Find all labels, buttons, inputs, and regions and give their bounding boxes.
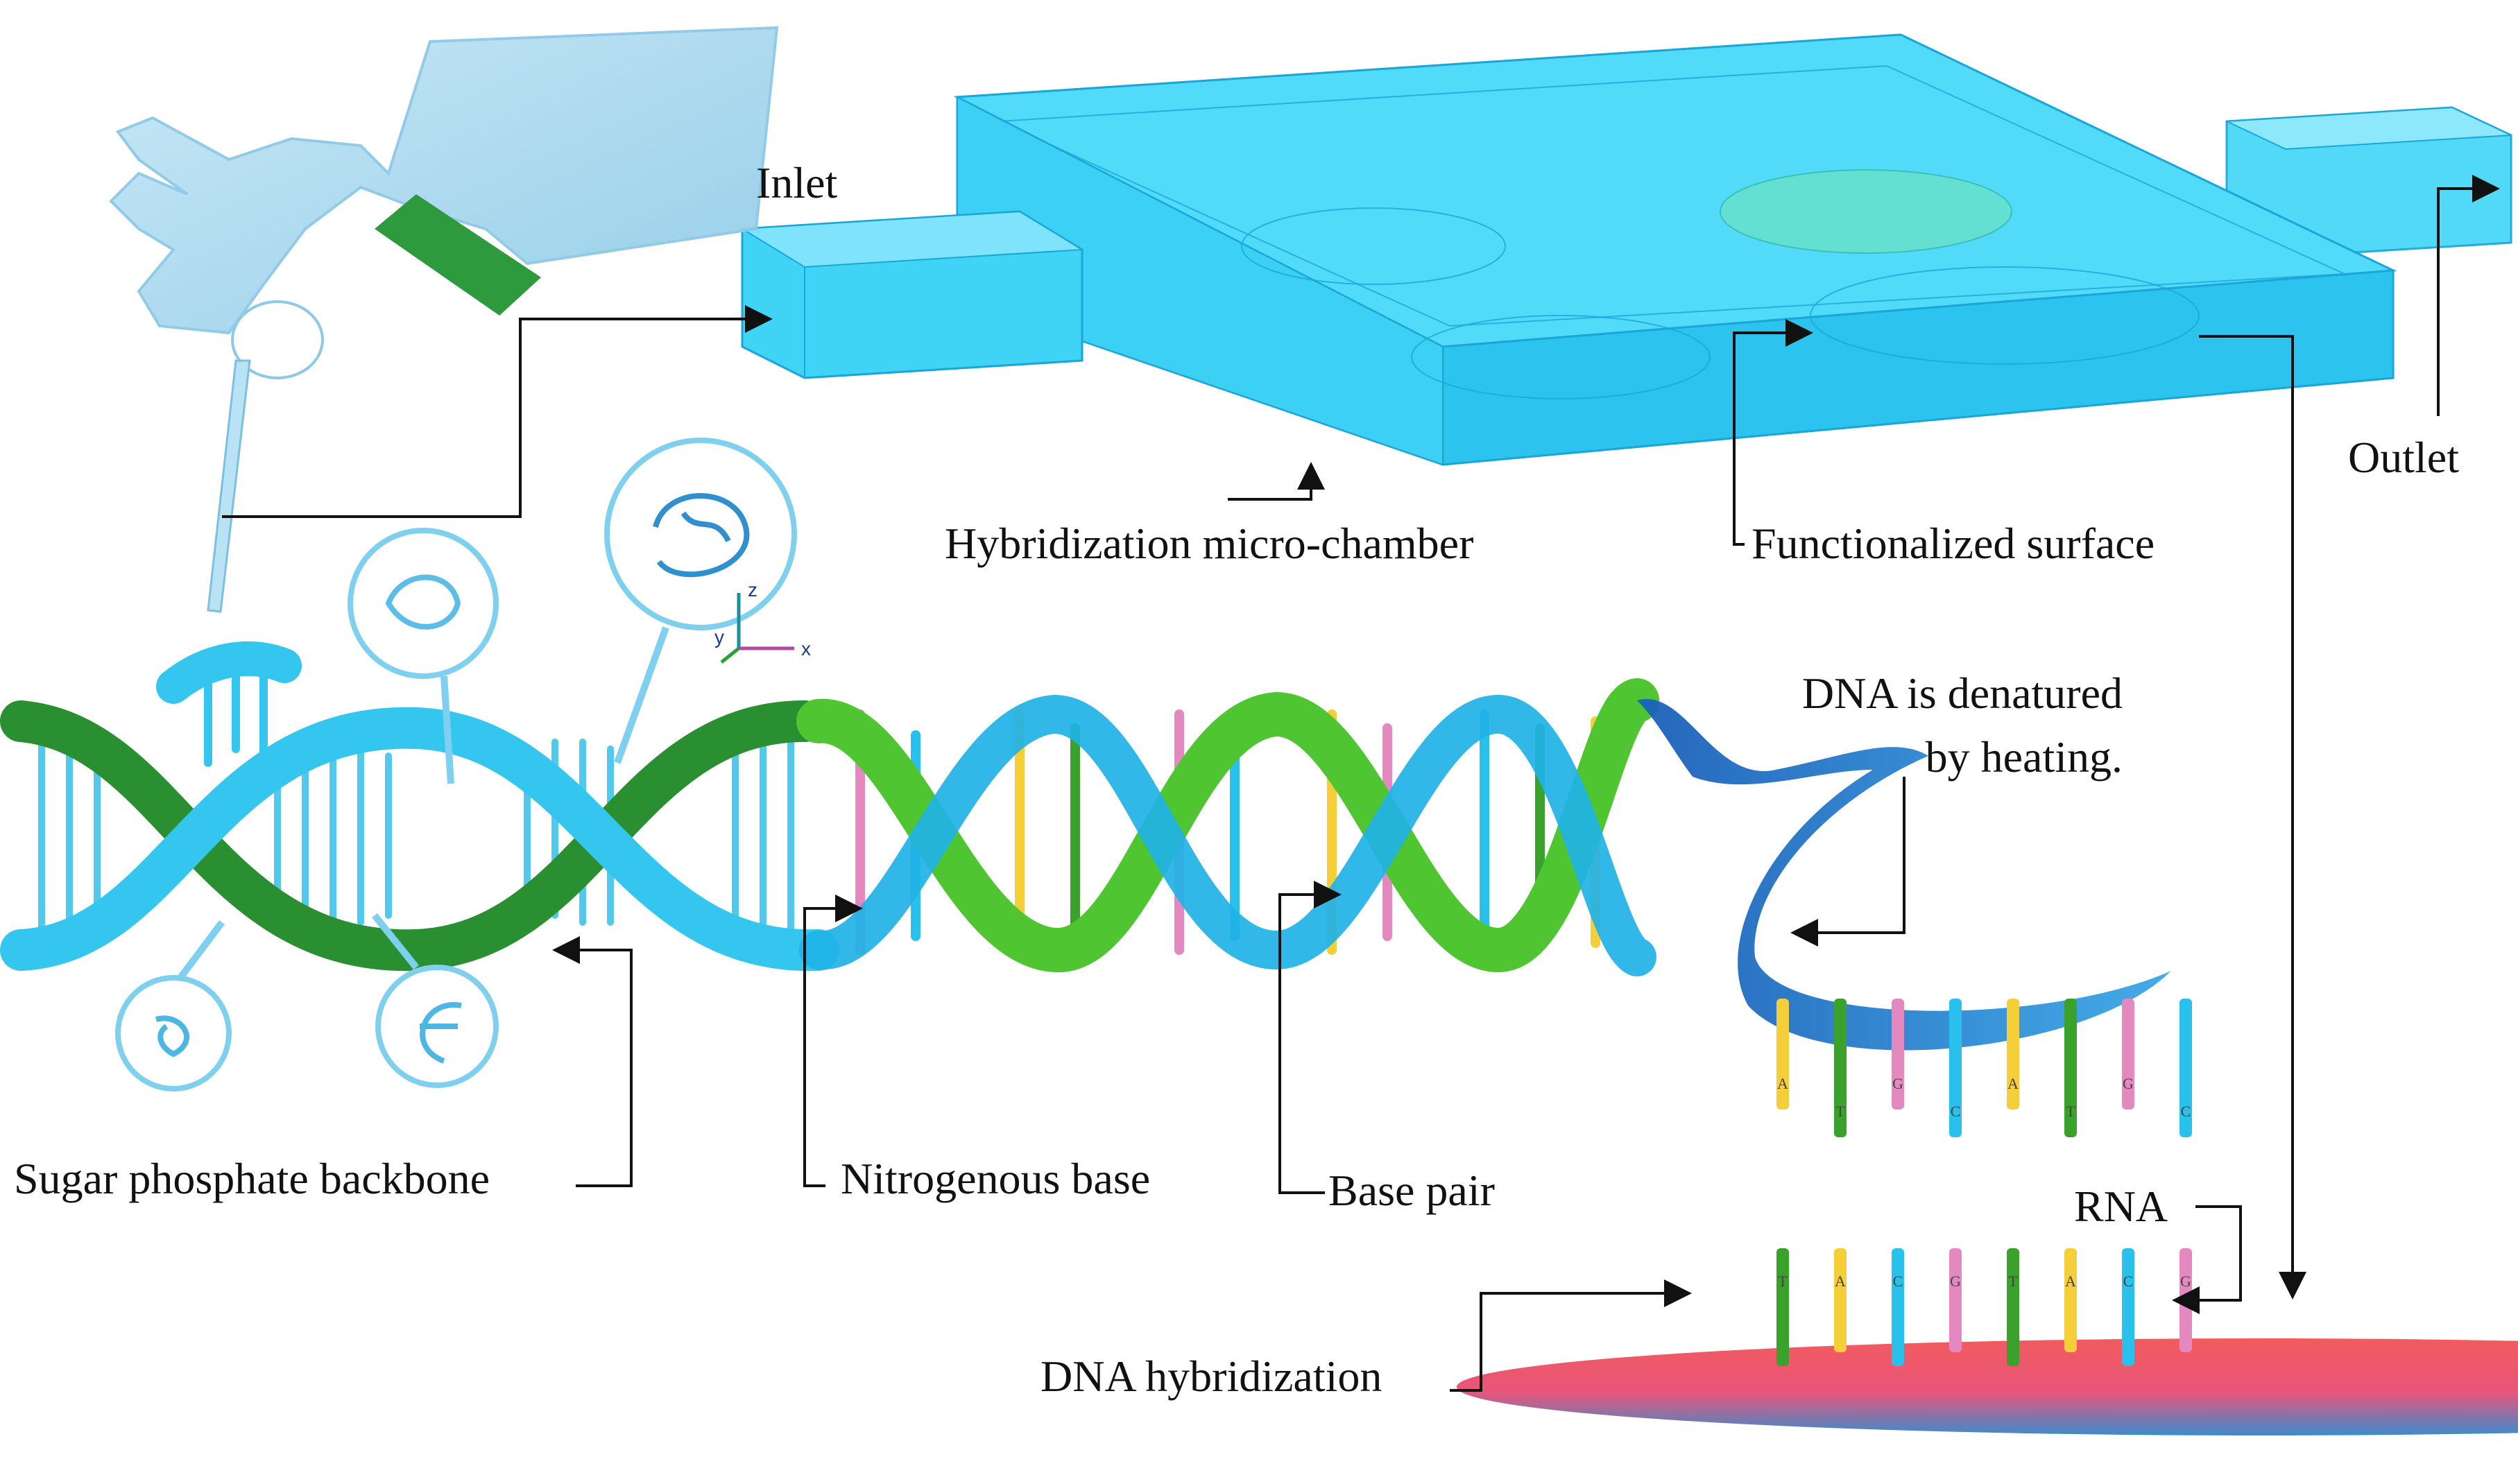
- single-strand-pin-3: [1892, 999, 1904, 1110]
- axis-letter-x: x: [801, 638, 811, 659]
- single-strand-letter-2: T: [1835, 1103, 1845, 1120]
- single-strand-bases: A T G C A T G C: [1776, 999, 2192, 1137]
- arrow-to-surface: [2199, 335, 2306, 1300]
- hybridized-letter-7: C: [2123, 1272, 2134, 1290]
- leader-lines: [222, 175, 2500, 1392]
- arrow-functionalized: [1733, 319, 1813, 546]
- hybridized-pin-3: [1892, 1248, 1904, 1366]
- single-strand-pin-2: [1834, 999, 1847, 1137]
- hybridization-chamber: [739, 33, 2512, 466]
- single-strand-letter-6: T: [2066, 1103, 2075, 1120]
- label-functionalized-surface: Functionalized surface: [1752, 519, 2155, 568]
- hybridized-pin-6: [2064, 1248, 2077, 1352]
- hybridized-letter-8: G: [2180, 1272, 2191, 1290]
- hybridized-letter-5: T: [2008, 1272, 2018, 1290]
- single-strand-letter-8: C: [2181, 1103, 2191, 1120]
- label-dna-denatured-line2: by heating.: [1925, 732, 2123, 782]
- single-strand-letter-1: A: [1777, 1075, 1788, 1092]
- arrow-hybridization: [1450, 1279, 1692, 1392]
- single-strand-letter-3: G: [1892, 1075, 1903, 1092]
- hybridized-letter-4: G: [1950, 1272, 1961, 1290]
- hybridized-letter-1: T: [1778, 1272, 1788, 1290]
- arrow-rna: [2172, 1205, 2242, 1314]
- arrow-outlet: [2437, 175, 2500, 416]
- label-rna: RNA: [2074, 1182, 2168, 1231]
- arrow-pipette-to-inlet: [222, 305, 773, 518]
- arrow-denatured: [1790, 777, 1905, 947]
- hybridized-pin-2: [1834, 1248, 1847, 1352]
- axis-letter-z: z: [748, 579, 757, 601]
- hybridized-pin-1: [1776, 1248, 1789, 1366]
- arrow-backbone: [552, 936, 633, 1187]
- arrow-chamber: [1228, 462, 1325, 501]
- label-dna-hybridization: DNA hybridization: [1040, 1352, 1382, 1401]
- label-sugar-phosphate-backbone: Sugar phosphate backbone: [14, 1154, 490, 1203]
- hybridized-pin-4: [1949, 1248, 1962, 1352]
- single-strand-letter-5: A: [2007, 1075, 2019, 1092]
- label-nitrogenous-base: Nitrogenous base: [841, 1154, 1151, 1203]
- single-strand-letter-4: C: [1951, 1103, 1961, 1120]
- axis-letter-y: y: [714, 626, 724, 648]
- single-strand-pin-1: [1776, 999, 1789, 1110]
- single-strand-pin-7: [2122, 999, 2134, 1110]
- single-strand-pin-5: [2007, 999, 2019, 1110]
- single-strand-letter-7: G: [2123, 1075, 2134, 1092]
- gloved-hand-pipette: [109, 26, 779, 613]
- hybridized-pin-7: [2122, 1248, 2134, 1366]
- single-strand-pin-8: [2179, 999, 2192, 1137]
- arrow-basepair: [1278, 881, 1342, 1194]
- label-dna-denatured-line1: DNA is denatured: [1801, 668, 2123, 718]
- hybridized-letter-3: C: [1893, 1272, 1903, 1290]
- denatured-strand: A T G C A T G C: [1637, 699, 2192, 1137]
- label-outlet: Outlet: [2348, 433, 2459, 482]
- label-base-pair: Base pair: [1328, 1166, 1495, 1215]
- arrow-nitrogenous: [803, 895, 863, 1187]
- hybridized-pin-5: [2007, 1248, 2019, 1366]
- single-strand-pin-4: [1949, 999, 1962, 1137]
- dna-double-helix: z y x: [0, 438, 1659, 1092]
- label-inlet: Inlet: [756, 158, 838, 207]
- hybridized-letter-6: A: [2065, 1272, 2076, 1290]
- label-hybridization-chamber: Hybridization micro-chamber: [945, 519, 1474, 568]
- single-strand-pin-6: [2064, 999, 2077, 1137]
- hybridized-letter-2: A: [1835, 1272, 1846, 1290]
